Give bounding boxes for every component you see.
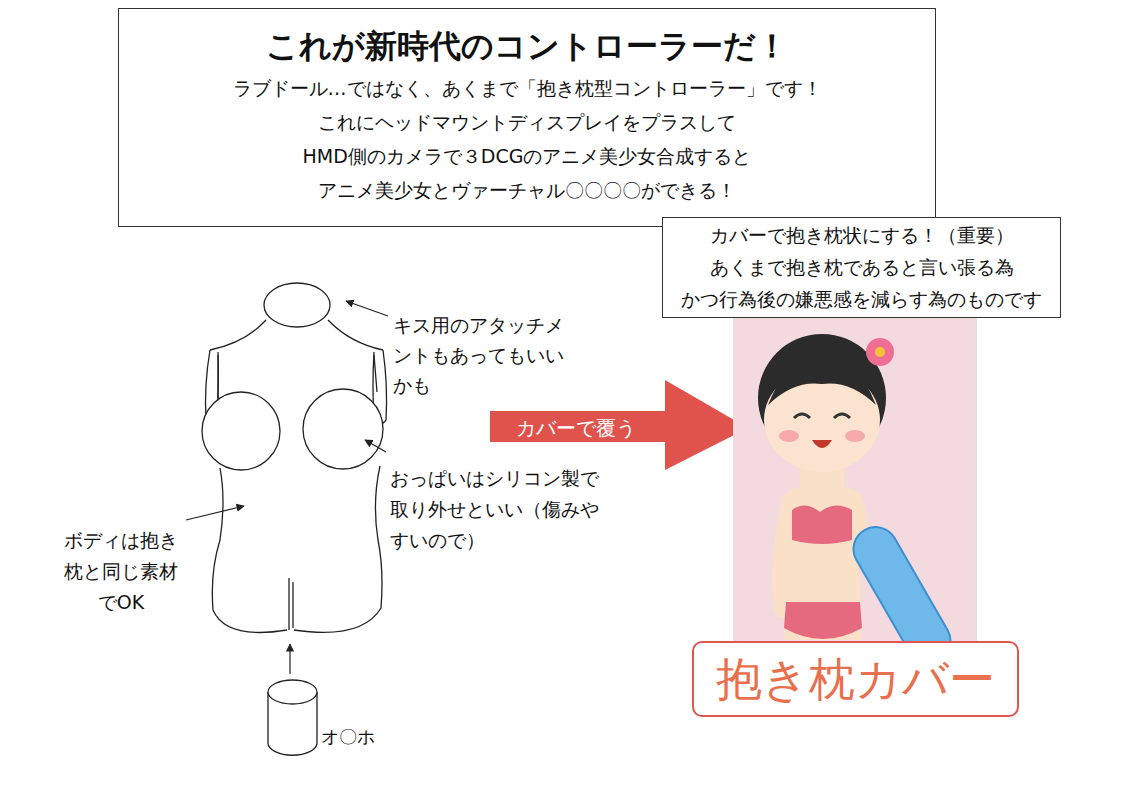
part-label: オ〇ホ [321,724,379,750]
cover-label-box: 抱き枕カバー [692,641,1019,717]
headline-box: これが新時代のコントローラーだ！ ラブドール…ではなく、あくまで「抱き枕型コントロ… [118,8,936,227]
sleeve-symbol [268,680,317,755]
cover-label-text: 抱き枕カバー [700,649,1011,709]
note-text: カバーで抱き枕状にする！（重要） あくまで抱き枕であると言い張る為 かつ行為後の… [669,219,1054,315]
cover-panel [733,318,977,648]
note-label: ボディは抱き枕と同じ素材でOK [62,525,180,618]
note-box: カバーで抱き枕状にする！（重要） あくまで抱き枕であると言い張る為 かつ行為後の… [662,217,1061,318]
note-label: おっぱいはシリコン製で取り外せといい（傷みやすいので） [390,463,603,556]
cover-figure [758,334,959,648]
cover-arrow [490,380,748,470]
arrow-label: カバーで覆う [516,414,640,442]
note-label: キス用のアタッチメントもあってもいいかも [393,310,568,400]
title-text: これが新時代のコントローラーだ！ [125,27,929,65]
torso-outline [202,283,387,633]
body-text: ラブドール…ではなく、あくまで「抱き枕型コントローラー」です！ これにヘッドマウ… [125,71,929,207]
leader-lines [186,301,388,674]
